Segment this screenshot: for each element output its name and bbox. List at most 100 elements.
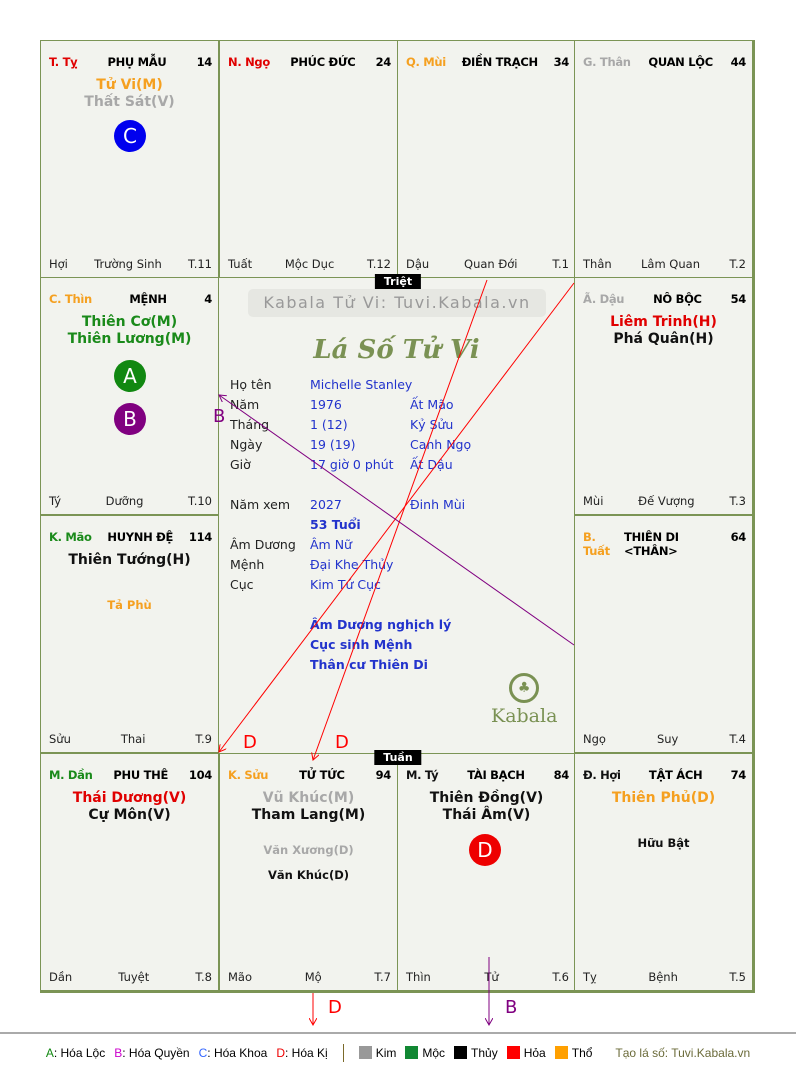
- info-value: 19 (19): [310, 437, 356, 452]
- palace-header: M. Tý TÀI BẠCH 84: [406, 768, 569, 782]
- legend-element-item: Thủy: [454, 1046, 498, 1060]
- credit-link[interactable]: Tạo lá số: Tuvi.Kabala.vn: [615, 1046, 751, 1060]
- palace-footer-item: Trường Sinh: [94, 257, 162, 271]
- info-label: Ngày: [230, 437, 263, 452]
- info-value: Âm Nữ: [310, 537, 352, 552]
- color-swatch: [358, 1046, 372, 1059]
- major-star: Tử Vi(M): [96, 77, 163, 93]
- palace-header: C. Thìn MỆNH 4: [49, 292, 212, 306]
- palace-footer-item: Dưỡng: [105, 494, 144, 508]
- info-value: 2027: [310, 497, 342, 512]
- hoa-ki-line: [313, 279, 488, 760]
- palace-number: 34: [553, 55, 570, 69]
- minor-star: Văn Khúc(D): [267, 868, 349, 882]
- triet-tag: Triệt: [374, 274, 422, 289]
- palace-header: T. Tỵ PHỤ MẪU 14: [49, 55, 212, 69]
- info-value: 53 Tuổi: [310, 517, 361, 532]
- legend-divider: [342, 1044, 344, 1062]
- info-note: Âm Dương nghịch lý: [310, 617, 452, 632]
- info-label: Mệnh: [230, 557, 265, 572]
- info-extra: Kỷ Sửu: [410, 417, 454, 432]
- palace-name: TỬ TỨC: [299, 768, 345, 782]
- palace-branch: M. Dần: [49, 768, 93, 782]
- legend-element-item: Mộc: [405, 1046, 445, 1060]
- palace-footer-item: Đế Vượng: [638, 494, 695, 508]
- color-swatch: [454, 1046, 468, 1059]
- legend-label: : Hóa Quyền: [122, 1046, 190, 1060]
- palace-footer-item: T.5: [729, 970, 746, 984]
- major-star: Thái Âm(V): [442, 807, 531, 823]
- tuan-tag: Tuần: [374, 750, 422, 765]
- major-star: Tham Lang(M): [251, 807, 366, 823]
- legend-label: : Hóa Lộc: [53, 1046, 106, 1060]
- palace-branch: K. Mão: [49, 530, 92, 544]
- palace-footer-item: Thân: [583, 257, 612, 271]
- palace-number: 114: [188, 530, 212, 544]
- palace-number: 24: [375, 55, 392, 69]
- palace-name: PHỤ MẪU: [107, 55, 167, 69]
- hoa-ki-marker: D: [469, 834, 501, 866]
- arrow-label: D: [328, 997, 342, 1018]
- palace-name: MỆNH: [129, 292, 167, 306]
- info-extra: Ất Dậu: [410, 457, 453, 472]
- palace-footer-item: Mộ: [304, 970, 322, 984]
- palace-number: 74: [730, 768, 747, 782]
- legend-element-item: Thổ: [554, 1046, 592, 1060]
- info-label: Họ tên: [230, 377, 272, 392]
- palace-header: Ã. Dậu NÔ BỘC 54: [583, 292, 746, 306]
- arrow-label: B: [505, 997, 518, 1018]
- hoa-loc-marker: A: [114, 360, 146, 392]
- palace-number: 64: [730, 530, 747, 544]
- palace-number: 84: [553, 768, 570, 782]
- hoa-quyen-line: [219, 395, 575, 646]
- palace-footer-item: Ngọ: [583, 732, 606, 746]
- major-star: Thất Sát(V): [84, 94, 175, 110]
- info-value: 1976: [310, 397, 342, 412]
- color-swatch: [405, 1046, 419, 1059]
- major-star: Thái Dương(V): [72, 790, 187, 806]
- palace-footer-item: Thìn: [406, 970, 431, 984]
- legend-label: : Hóa Kị: [285, 1046, 328, 1060]
- legend-key: D: [276, 1046, 285, 1060]
- legend-element-item: Kim: [358, 1046, 396, 1060]
- hoa-ki-line: [219, 282, 575, 752]
- major-star: Thiên Tướng(H): [68, 552, 191, 568]
- palace-footer-item: Mùi: [583, 494, 604, 508]
- palace-footer-item: Tý: [49, 494, 62, 508]
- palace-header: Đ. Hợi TẬT ÁCH 74: [583, 768, 746, 782]
- info-value: Đại Khe Thủy: [310, 557, 394, 572]
- palace-number: 14: [196, 55, 213, 69]
- palace-name: TẬT ÁCH: [648, 768, 703, 782]
- minor-star: Tả Phù: [107, 598, 152, 612]
- minor-star: Văn Xương(D): [263, 843, 354, 857]
- palace-footer-item: Quan Đới: [464, 257, 518, 271]
- info-label: Giờ: [230, 457, 251, 472]
- palace-footer-item: T.8: [195, 970, 212, 984]
- hoa-quyen-marker: B: [114, 403, 146, 435]
- logo-text: Kabala: [491, 705, 558, 727]
- info-value: Michelle Stanley: [310, 377, 413, 392]
- palace-branch: B. Tuất: [583, 530, 610, 558]
- palace-branch: Q. Mùi: [406, 55, 446, 69]
- info-label: Năm xem: [230, 497, 291, 512]
- major-star: Vũ Khúc(M): [262, 790, 355, 806]
- palace-branch: N. Ngọ: [228, 55, 270, 69]
- palace-branch: K. Sửu: [228, 768, 269, 782]
- watermark: Kabala Tử Vi: Tuvi.Kabala.vn: [248, 289, 546, 317]
- palace-header: N. Ngọ PHÚC ĐỨC 24: [228, 55, 391, 69]
